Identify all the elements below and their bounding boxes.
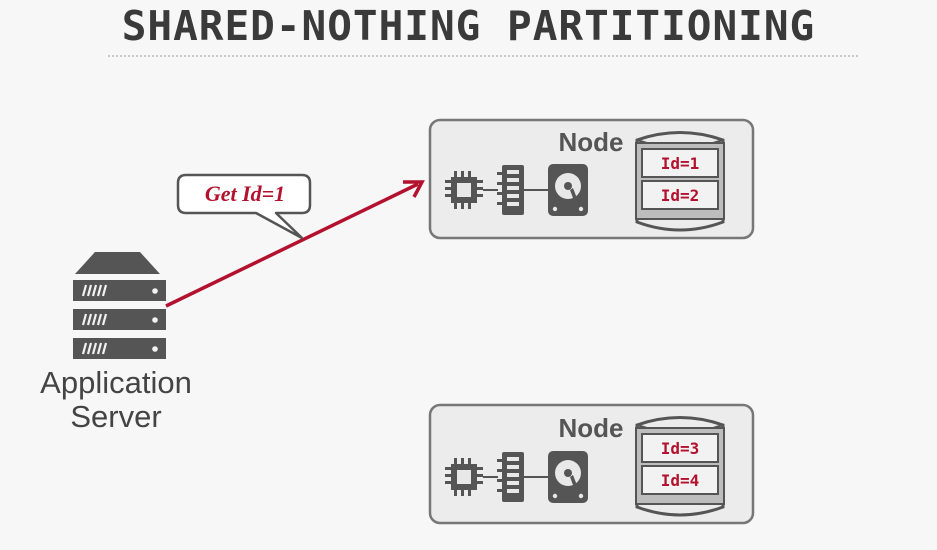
node-box-2: Node Id=3 Id=4 [428, 403, 755, 525]
record-cell-3 [641, 433, 719, 463]
node-label-2: Node [559, 413, 624, 443]
record-label: Id=3 [661, 439, 700, 458]
record-label: Id=1 [661, 154, 700, 173]
hard-disk-icon [548, 451, 588, 503]
server-label-line1: Application [40, 365, 192, 400]
server-icon [73, 252, 166, 359]
hard-disk-icon [548, 164, 588, 216]
record-cell-2 [641, 180, 719, 210]
title-divider [108, 55, 858, 57]
record-cell-1 [641, 148, 719, 178]
request-arrow [165, 180, 425, 308]
request-bubble: Get Id=1 [176, 173, 312, 240]
record-cell-4 [641, 465, 719, 495]
record-label: Id=4 [661, 471, 700, 490]
slide-title: SHARED-NOTHING PARTITIONING [121, 2, 816, 50]
database-cylinder-1: Id=1 Id=2 [635, 131, 725, 232]
server-label-line2: Server [70, 399, 161, 434]
node-box-1: Node Id=1 Id=2 [428, 118, 755, 240]
node-label-1: Node [559, 127, 624, 157]
database-cylinder-2: Id=3 Id=4 [635, 416, 725, 517]
record-label: Id=2 [661, 186, 700, 205]
request-label: Get Id=1 [205, 181, 285, 206]
